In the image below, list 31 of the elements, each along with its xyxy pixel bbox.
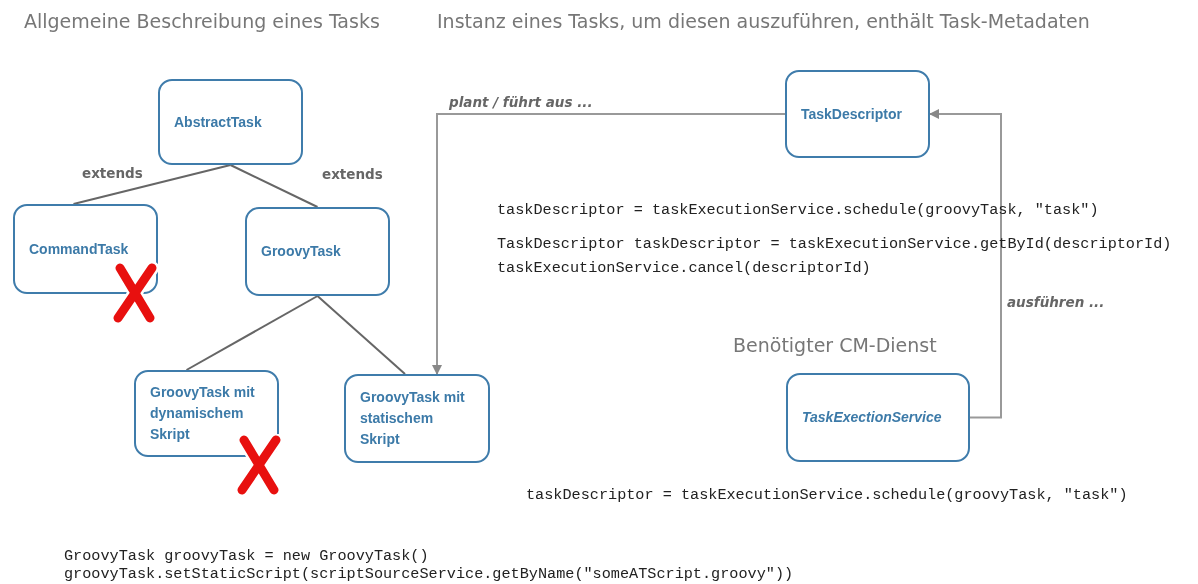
class-box: [134, 370, 279, 457]
edge-label: extends: [80, 165, 145, 181]
code-line: GroovyTask groovyTask = new GroovyTask(): [64, 547, 429, 565]
node-label: GroovyTask mit dynamischem Skript: [150, 383, 256, 444]
class-box: [245, 207, 390, 296]
class-box: [158, 79, 303, 165]
connector-line: [72, 164, 232, 205]
node-label: AbstractTask: [174, 112, 262, 132]
edge-label: extends: [320, 166, 385, 182]
node-label: GroovyTask: [261, 242, 341, 261]
class-box: [785, 70, 930, 158]
node-label: TaskExectionService: [802, 408, 942, 427]
code-line: taskDescriptor = taskExecutionService.schedule(groovyTask, "task"): [526, 486, 1128, 504]
section-heading: Benötigter CM-Dienst: [733, 334, 937, 356]
connector-line: [185, 295, 319, 371]
connector-line: [316, 295, 406, 375]
code-line: groovyTask.setStaticScript(scriptSourceService.getByName("someATScript.groovy")): [64, 565, 794, 583]
connector-line: [229, 164, 319, 208]
node-label: GroovyTask mit statischem Skript: [360, 388, 466, 449]
code-line: taskDescriptor = taskExecutionService.schedule(groovyTask, "task"): [497, 201, 1099, 219]
arrow: [929, 109, 1002, 419]
class-box: [344, 374, 490, 463]
arrow: [432, 113, 786, 375]
code-line: taskExecutionService.cancel(descriptorId): [497, 259, 871, 277]
class-box: [13, 204, 158, 294]
code-line: TaskDescriptor taskDescriptor = taskExecutionService.getById(descriptorId): [497, 235, 1172, 253]
node-label: TaskDescriptor: [801, 104, 902, 124]
class-box: [786, 373, 970, 462]
section-heading: Allgemeine Beschreibung eines Tasks: [24, 10, 380, 32]
section-heading: Instanz eines Tasks, um diesen auszuführen, enthält Task-Metadaten: [437, 10, 1090, 32]
node-label: CommandTask: [29, 239, 129, 259]
